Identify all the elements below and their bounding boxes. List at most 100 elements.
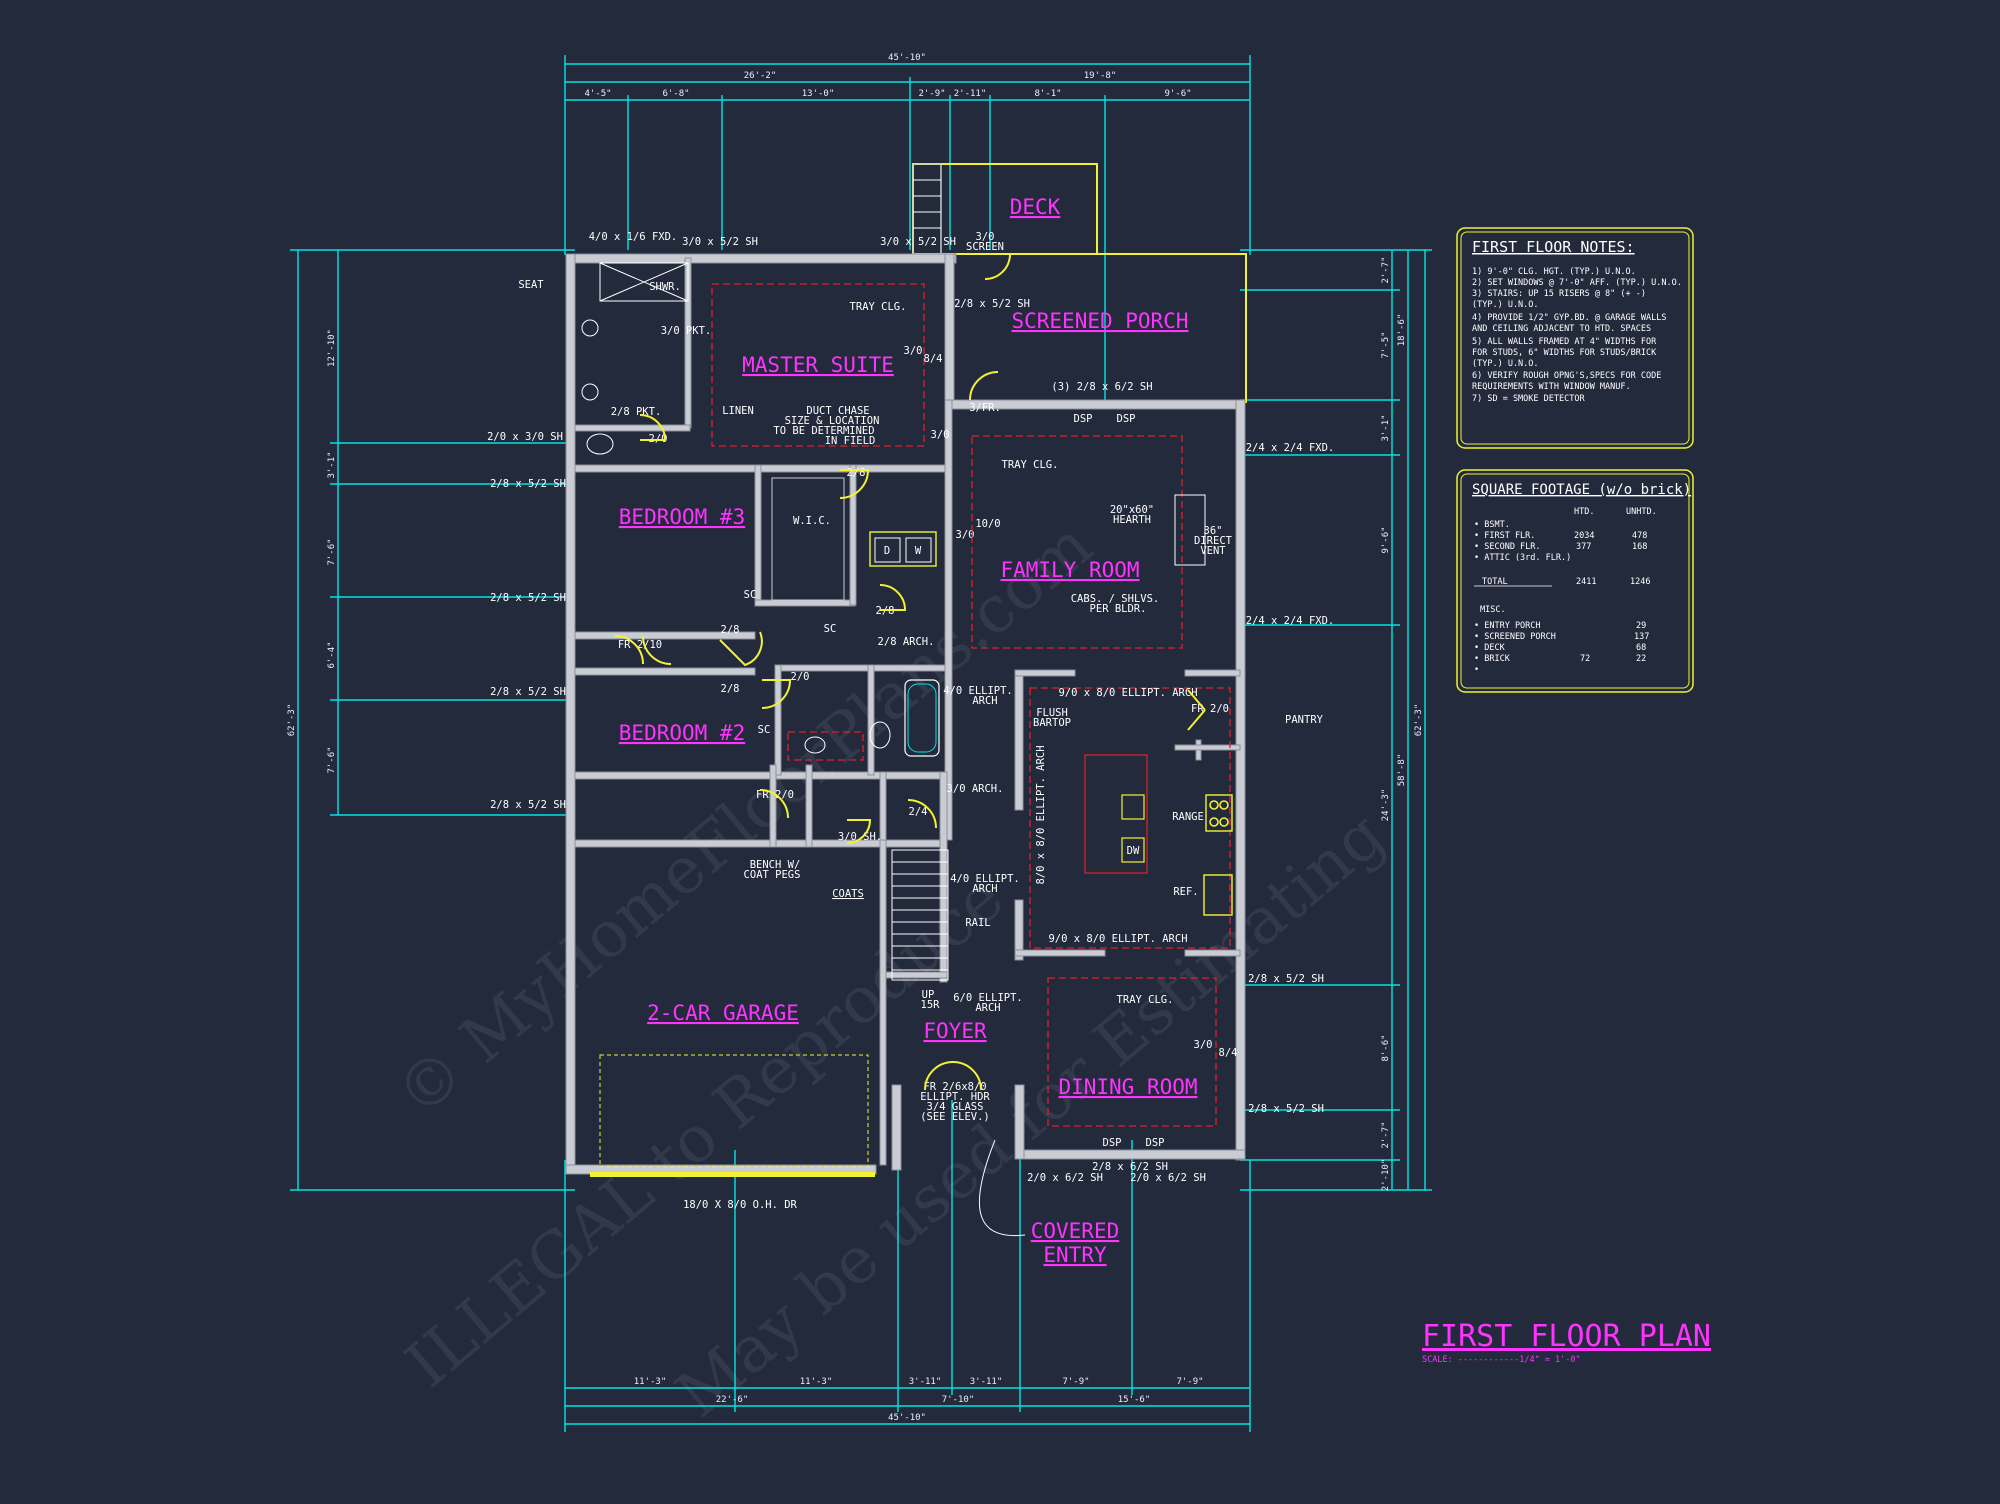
notes-item-9: (TYP.) U.N.O. — [1472, 359, 1539, 369]
sqft-row-3-unhtd: 168 — [1632, 542, 1647, 552]
label-entry-3: 3/4 GLASS — [927, 1101, 984, 1113]
label-sh-top1: 3/0 x 5/2 SH — [682, 236, 758, 248]
window-left-2: 2/8 x 5/2 SH — [490, 478, 566, 490]
sqft-total-htd: 2411 — [1576, 577, 1596, 587]
sqft-total-unhtd: 1246 — [1630, 577, 1650, 587]
dim-bottom-seg6: 7'-9" — [1176, 1377, 1203, 1387]
plan-title-block: FIRST FLOOR PLAN SCALE: ------------1/4"… — [1422, 1319, 1711, 1365]
label-vent-2: DIRECT — [1194, 535, 1233, 547]
dim-bottom-seg2: 11'-3" — [800, 1377, 833, 1387]
room-screened-porch: SCREENED PORCH — [1011, 309, 1188, 333]
room-bedroom-2: BEDROOM #2 — [619, 721, 745, 745]
deck: DECK — [912, 163, 1098, 255]
sqft-row-3-label: • SECOND FLR. — [1474, 542, 1541, 552]
dimensions-top: 45'-10" 26'-2" 19'-8" 4'-5" 6'-8" 13'-0"… — [564, 53, 1251, 400]
label-arch-30: 3/0 ARCH. — [947, 783, 1004, 795]
label-door-30-ms: 3/0 — [904, 345, 923, 357]
label-duct-2: SIZE & LOCATION — [785, 415, 880, 427]
dim-right-s7: 2'-7" — [1381, 1121, 1391, 1148]
watermark-line-2: ILLEGAL to Reproduce — [393, 861, 1018, 1402]
label-tray-clg-2: TRAY CLG. — [1002, 459, 1059, 471]
notes-title: FIRST FLOOR NOTES: — [1472, 238, 1635, 256]
dim-top-seg1: 4'-5" — [584, 89, 611, 99]
garage: 2-CAR GARAGE 18/0 X 8/0 O.H. DR — [590, 1001, 875, 1211]
family-room: FAMILY ROOM TRAY CLG. 20"x60" HEARTH 36"… — [971, 435, 1233, 649]
dim-top-seg3: 13'-0" — [802, 89, 835, 99]
screened-porch: SCREENED PORCH — [945, 253, 1247, 403]
label-sc-3: SC — [758, 724, 771, 736]
label-sh-porch: 2/8 x 5/2 SH — [954, 298, 1030, 310]
label-fr-20-p: FR 2/0 — [1191, 703, 1229, 715]
label-fr-210: FR 2/10 — [618, 639, 662, 651]
dim-left-s1: 12'-10" — [327, 329, 337, 367]
window-left-3: 2/8 x 5/2 SH — [490, 592, 566, 604]
notes-item-11: REQUIREMENTS WITH WINDOW MANUF. — [1472, 382, 1631, 392]
label-dw: DW — [1127, 845, 1140, 857]
label-range: RANGE — [1172, 811, 1204, 823]
label-door-30-d: 3/0 — [1194, 1039, 1213, 1051]
room-garage: 2-CAR GARAGE — [647, 1001, 799, 1025]
hall-stairs: 4/0 ELLIPT. ARCH 3/0 ARCH. FR 2/0 2/4 3/… — [744, 685, 1023, 1014]
room-covered-entry-2: ENTRY — [1043, 1243, 1107, 1267]
sqft-misc-3-unhtd: 68 — [1636, 643, 1646, 653]
sqft-row-4-label: • ATTIC (3rd. FLR.) — [1474, 553, 1571, 563]
sqft-misc-4-htd: 72 — [1580, 654, 1590, 664]
notes-item-7: 5) ALL WALLS FRAMED AT 4" WIDTHS FOR — [1472, 337, 1657, 347]
notes-item-3: 3) STAIRS: UP 15 RISERS @ 8" (+ -) — [1472, 289, 1646, 299]
label-rail: RAIL — [965, 917, 990, 929]
label-sh-top2: 3/0 x 5/2 SH — [880, 236, 956, 248]
label-duct-3: TO BE DETERMINED — [773, 425, 874, 437]
label-dsp-4: DSP — [1146, 1137, 1165, 1149]
notes-item-6: AND CEILING ADJACENT TO HTD. SPACES — [1472, 324, 1651, 334]
label-arch-vert: 8/0 x 8/0 ELLIPT. ARCH — [1035, 745, 1047, 884]
label-tray-clg-1: TRAY CLG. — [850, 301, 907, 313]
plan-scale: SCALE: ------------1/4" = 1'-0" — [1422, 1355, 1581, 1365]
room-master-suite: MASTER SUITE — [742, 353, 894, 377]
label-coats: COATS — [832, 888, 864, 900]
label-screen-door-2: SCREEN — [966, 241, 1004, 253]
dim-bottom-overall: 45'-10" — [888, 1413, 926, 1423]
label-fr-3: 3/FR. — [969, 402, 1001, 414]
dining-room: DINING ROOM TRAY CLG. 3/0 8/4 DSP DSP 2/… — [1027, 977, 1238, 1184]
first-floor-notes-box: FIRST FLOOR NOTES: 1) 9'-0" CLG. HGT. (T… — [1456, 227, 1694, 449]
label-dsp-3: DSP — [1103, 1137, 1122, 1149]
label-shwr: SHWR. — [649, 281, 681, 293]
window-labels: 2/0 x 3/0 SH 2/8 x 5/2 SH 2/8 x 5/2 SH 2… — [487, 431, 1334, 1115]
sqft-misc-4-label: • BRICK — [1474, 654, 1511, 664]
interior-walls — [574, 257, 1241, 1166]
dim-bottom-seg5: 7'-9" — [1062, 1377, 1089, 1387]
label-door-30-f: 3/0 — [956, 529, 975, 541]
sqft-row-1-label: • BSMT. — [1474, 520, 1510, 530]
master-suite: MASTER SUITE TRAY CLG. SHWR. 3/0 PKT. SE… — [518, 231, 1152, 479]
kitchen: DW RANGE REF. FLUSH BARTOP 9/0 x 8/0 ELL… — [1029, 687, 1324, 949]
label-flush-1: FLUSH — [1036, 707, 1068, 719]
sqft-total-label: TOTAL — [1482, 577, 1508, 587]
label-tray-clg-3: TRAY CLG. — [1117, 994, 1174, 1006]
label-entry-4: (SEE ELEV.) — [920, 1111, 990, 1123]
label-door-84-d: 8/4 — [1219, 1047, 1238, 1059]
label-screen-door-1: 3/0 — [976, 231, 995, 243]
label-hearth-2: HEARTH — [1113, 514, 1151, 526]
label-duct-4: IN FIELD — [825, 435, 876, 447]
door-swings — [614, 253, 1206, 1091]
dim-right-s5: 24'-3" — [1381, 789, 1391, 822]
label-oh-door: 18/0 X 8/0 O.H. DR — [683, 1199, 797, 1211]
covered-entry: COVERED ENTRY — [979, 1139, 1119, 1267]
sqft-row-2-htd: 2034 — [1574, 531, 1594, 541]
label-cabs-1: CABS. / SHLVS. — [1071, 593, 1160, 605]
label-dryer: D — [884, 545, 890, 557]
sqft-misc-3-label: • DECK — [1474, 643, 1506, 653]
label-arch-90-1: 9/0 x 8/0 ELLIPT. ARCH — [1058, 687, 1197, 699]
dim-right-s1: 2'-7" — [1381, 256, 1391, 283]
label-porch-win: (3) 2/8 x 6/2 SH — [1051, 381, 1152, 393]
label-arch-28: 2/8 ARCH. — [878, 636, 935, 648]
sqft-misc-1-unhtd: 29 — [1636, 621, 1646, 631]
label-up: UP — [922, 989, 935, 1001]
label-hearth-1: 20"x60" — [1110, 504, 1154, 516]
label-arch-90b: 9/0 x 8/0 ELLIPT. ARCH — [1048, 933, 1187, 945]
label-entry-1: FR 2/6x8/0 — [923, 1081, 986, 1093]
bedroom-2: BEDROOM #2 — [619, 679, 940, 761]
label-sc-2: SC — [824, 623, 837, 635]
